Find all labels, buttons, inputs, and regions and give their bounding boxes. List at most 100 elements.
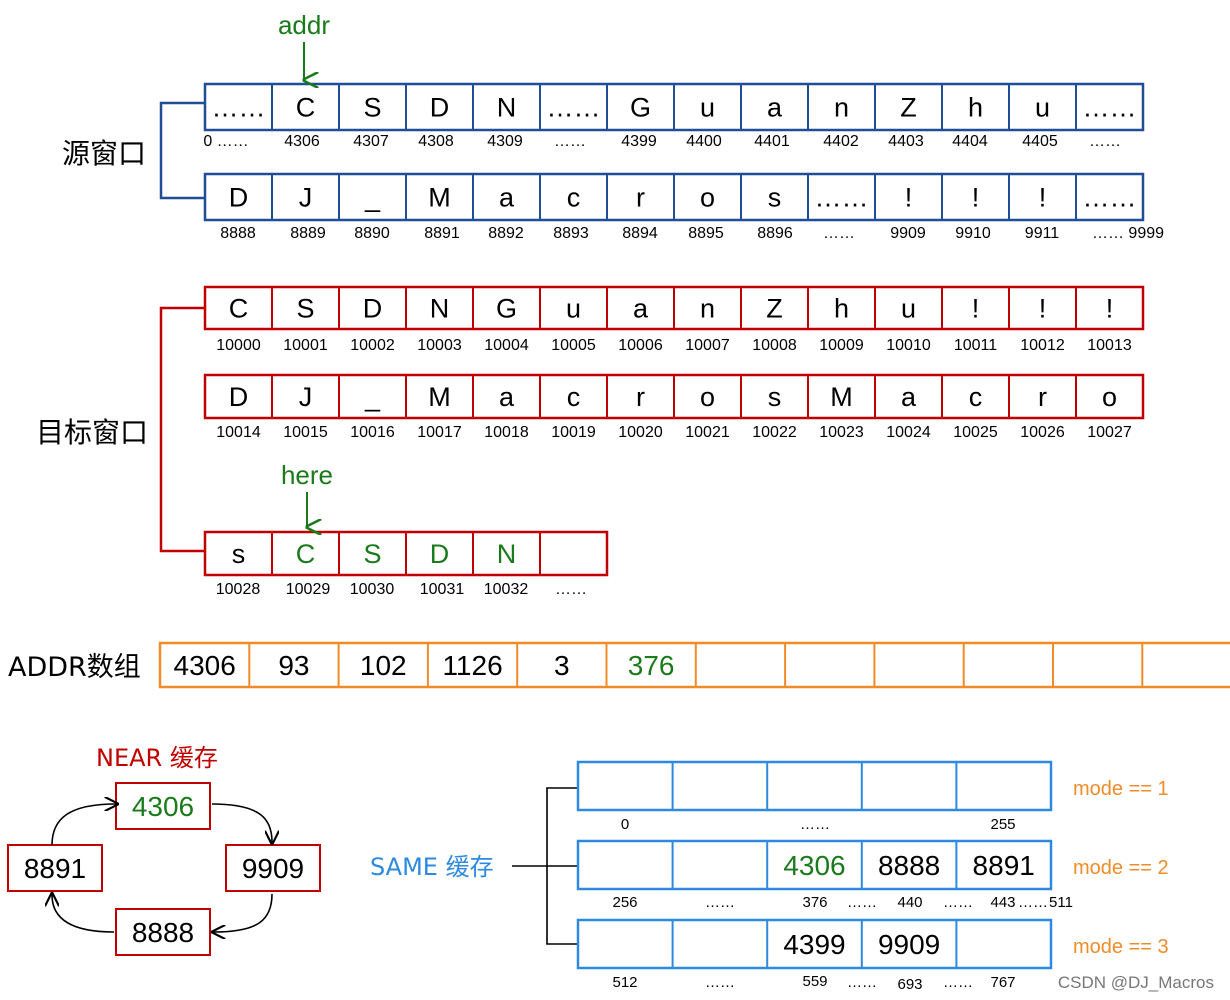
- cell-value: u: [1035, 93, 1050, 123]
- cell-value: S: [296, 294, 314, 324]
- cell-value: 93: [278, 650, 309, 681]
- cell-value: r: [636, 382, 645, 412]
- cell-value: o: [1102, 382, 1117, 412]
- cell-index: ……: [1089, 133, 1121, 150]
- near-arrow-left-top: [51, 804, 116, 846]
- cell-index: 10018: [484, 424, 529, 441]
- cell-value: !: [1039, 183, 1047, 213]
- cell-value: S: [363, 93, 381, 123]
- near-cache-value: 4306: [132, 791, 194, 822]
- near-arrow-top-right: [211, 803, 272, 842]
- cell-value: !: [905, 183, 913, 213]
- cell-index: 8893: [553, 225, 589, 242]
- cell-value: G: [496, 294, 517, 324]
- cell-value: ……: [1083, 183, 1137, 213]
- near-cache-box: [7, 844, 103, 892]
- cell-index: 10021: [685, 424, 730, 441]
- cell-index: 8891: [424, 225, 460, 242]
- here-pointer-label: here: [281, 460, 333, 490]
- near-arrow-right-bottom: [214, 893, 273, 932]
- cell-index: ……: [823, 225, 855, 242]
- near-cache-label: NEAR 缓存: [96, 744, 218, 772]
- same-cache-index: 255: [990, 816, 1015, 833]
- target-window-label: 目标窗口: [36, 416, 148, 449]
- cell-value: D: [430, 539, 450, 569]
- cell-index: 4307: [353, 133, 389, 150]
- same-cache-index: 512: [612, 974, 637, 991]
- cell-index: 10029: [286, 581, 331, 598]
- cell-value: !: [1039, 294, 1047, 324]
- cell-index: 10012: [1020, 337, 1065, 354]
- cell-value: D: [430, 93, 450, 123]
- cell-value: G: [630, 93, 651, 123]
- cell-value: s: [232, 539, 246, 569]
- cell-index: 10009: [819, 337, 864, 354]
- cell-value: u: [700, 93, 715, 123]
- near-cache-value: 8891: [24, 853, 86, 884]
- cell-value: M: [428, 382, 451, 412]
- cell-value: a: [633, 294, 649, 324]
- same-cache-index: 0: [621, 816, 629, 833]
- cell-index: 10024: [886, 424, 931, 441]
- cell-value: 9909: [878, 929, 940, 960]
- cell-value: o: [700, 183, 715, 213]
- cell-value: ……: [212, 93, 266, 123]
- cell-index: 4399: [621, 133, 657, 150]
- near-cache-box: [115, 782, 211, 830]
- cell-index: 10015: [283, 424, 328, 441]
- cell-index: 4308: [418, 133, 454, 150]
- same-cache-index: 693: [897, 976, 922, 993]
- cell-value: 1126: [442, 650, 502, 681]
- cell-value: 3: [554, 650, 570, 681]
- cell-value: u: [901, 294, 916, 324]
- cell-value: C: [296, 539, 316, 569]
- near-cache-value: 8888: [132, 917, 194, 948]
- same-cache-index: 767: [990, 974, 1015, 991]
- cell-value: 8888: [878, 850, 940, 881]
- cell-index: 4400: [686, 133, 722, 150]
- cell-index: 10016: [350, 424, 395, 441]
- cell-value: J: [299, 382, 313, 412]
- cell-value: ……: [815, 183, 869, 213]
- cell-value: N: [497, 93, 517, 123]
- cell-index: 10007: [685, 337, 730, 354]
- same-cache-index: ……: [943, 974, 973, 991]
- row-frame: [576, 839, 1053, 891]
- cell-value: n: [834, 93, 849, 123]
- cell-value: 376: [628, 650, 675, 681]
- cell-index: 9911: [1025, 225, 1060, 242]
- cell-value: C: [296, 93, 316, 123]
- cell-value: s: [768, 382, 782, 412]
- cell-index: 10014: [216, 424, 261, 441]
- addr-array-label: ADDR数组: [8, 652, 141, 683]
- cell-index: 10001: [283, 337, 328, 354]
- near-cache-box: [225, 844, 321, 892]
- near-arrow-bottom-left: [52, 895, 115, 933]
- cell-index: 10031: [420, 581, 465, 598]
- cell-value: Z: [900, 93, 917, 123]
- cell-index: 10017: [417, 424, 462, 441]
- cell-index: ……: [554, 133, 586, 150]
- same-cache-index: 376: [802, 894, 827, 911]
- near-cache-box: [115, 908, 211, 956]
- source-window-bracket: [159, 101, 205, 200]
- same-cache-index: ……: [943, 894, 973, 911]
- same-cache-index: ……: [705, 974, 735, 991]
- cell-index: 10004: [484, 337, 529, 354]
- cell-value: a: [767, 93, 783, 123]
- source-window-label: 源窗口: [62, 137, 146, 170]
- cell-index: 10008: [752, 337, 797, 354]
- cell-index: 10022: [752, 424, 797, 441]
- target-window-bracket: [159, 306, 205, 553]
- cell-index: 10032: [484, 581, 529, 598]
- cell-index: 10000: [216, 337, 261, 354]
- cell-value: C: [229, 294, 249, 324]
- cell-index: 4405: [1022, 133, 1058, 150]
